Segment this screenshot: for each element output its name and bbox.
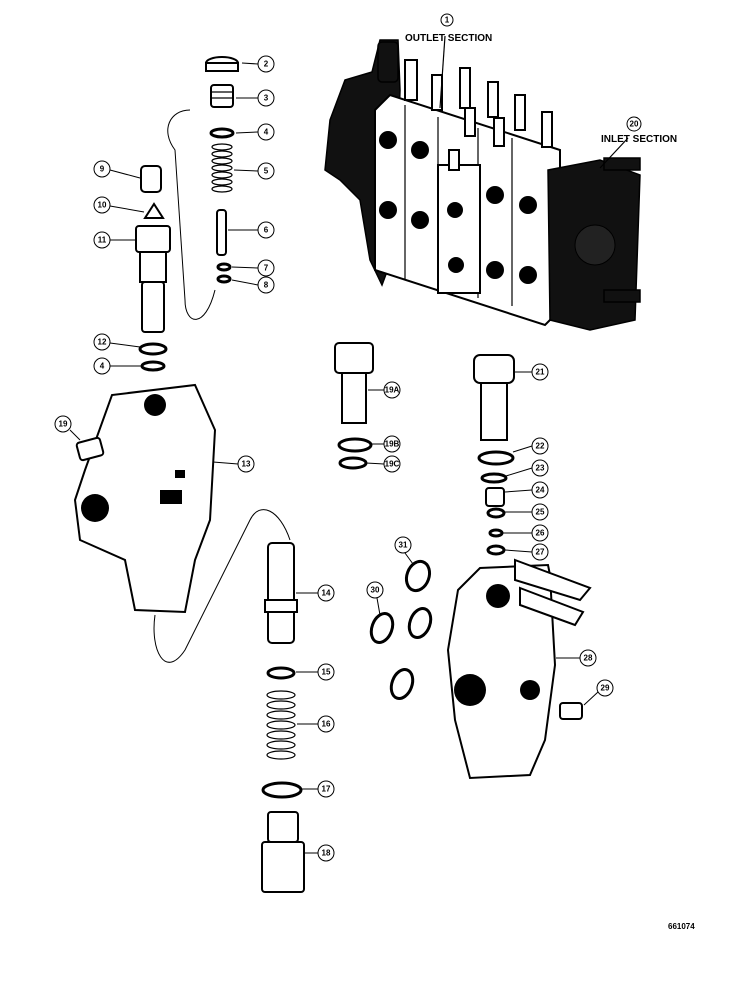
svg-text:29: 29 xyxy=(601,684,610,693)
callout-4-lower: 4 xyxy=(93,357,142,375)
svg-text:22: 22 xyxy=(536,442,545,451)
svg-text:13: 13 xyxy=(242,460,251,469)
bolt-parts xyxy=(334,342,515,556)
callout-23: 23 xyxy=(505,459,549,477)
callout-16: 16 xyxy=(297,715,335,733)
inlet-section-label: INLET SECTION xyxy=(601,134,677,145)
work-section-part-28 xyxy=(369,558,592,780)
svg-text:6: 6 xyxy=(264,226,269,235)
svg-text:18: 18 xyxy=(322,849,331,858)
callout-14: 14 xyxy=(296,584,335,602)
callout-13: 13 xyxy=(212,455,255,473)
callout-19a: 19A xyxy=(368,381,401,399)
callout-18: 18 xyxy=(305,844,335,862)
callout-11: 11 xyxy=(93,231,136,249)
svg-text:27: 27 xyxy=(536,548,545,557)
callout-3: 3 xyxy=(236,89,275,107)
callout-30: 30 xyxy=(366,581,384,616)
svg-text:1: 1 xyxy=(445,16,450,25)
callout-29: 29 xyxy=(583,679,614,706)
svg-text:10: 10 xyxy=(98,201,107,210)
svg-text:30: 30 xyxy=(371,586,380,595)
svg-text:4: 4 xyxy=(100,362,105,371)
outlet-section-callout: 1 OUTLET SECTION xyxy=(405,13,492,44)
svg-text:23: 23 xyxy=(536,464,545,473)
svg-text:26: 26 xyxy=(536,529,545,538)
spool-parts xyxy=(261,542,305,893)
callout-31: 31 xyxy=(394,536,414,565)
svg-text:3: 3 xyxy=(264,94,269,103)
callout-15: 15 xyxy=(296,663,335,681)
callout-21: 21 xyxy=(514,363,549,381)
svg-text:15: 15 xyxy=(322,668,331,677)
callout-17: 17 xyxy=(302,780,335,798)
callout-27: 27 xyxy=(504,543,549,561)
svg-text:8: 8 xyxy=(264,281,269,290)
callout-7: 7 xyxy=(231,259,275,277)
callout-labels: 2 3 4 5 6 7 8 9 10 11 12 4 13 19 14 15 1… xyxy=(54,55,614,862)
figure-code: 661074 xyxy=(668,922,695,931)
inlet-section-callout: 20 INLET SECTION xyxy=(601,116,677,145)
svg-text:11: 11 xyxy=(98,236,107,245)
svg-text:24: 24 xyxy=(536,486,545,495)
svg-text:17: 17 xyxy=(322,785,331,794)
svg-text:20: 20 xyxy=(630,120,639,129)
callout-19: 19 xyxy=(54,415,81,441)
outlet-section-label: OUTLET SECTION xyxy=(405,33,492,44)
svg-text:19C: 19C xyxy=(385,460,400,469)
callout-2: 2 xyxy=(241,55,275,73)
svg-text:2: 2 xyxy=(264,60,269,69)
svg-text:25: 25 xyxy=(536,508,545,517)
callout-12: 12 xyxy=(93,333,141,351)
callout-24: 24 xyxy=(504,481,549,499)
svg-text:19A: 19A xyxy=(385,386,400,395)
callout-4: 4 xyxy=(235,123,275,141)
svg-text:31: 31 xyxy=(399,541,408,550)
callout-25: 25 xyxy=(505,503,549,521)
svg-text:19B: 19B xyxy=(385,440,400,449)
callout-5: 5 xyxy=(233,162,275,180)
callout-19b: 19B xyxy=(372,435,401,453)
svg-text:21: 21 xyxy=(536,368,545,377)
svg-text:19: 19 xyxy=(59,420,68,429)
callout-6: 6 xyxy=(228,221,275,239)
svg-text:14: 14 xyxy=(322,589,331,598)
callout-19c: 19C xyxy=(365,455,401,473)
svg-text:9: 9 xyxy=(100,165,105,174)
callout-10: 10 xyxy=(93,196,145,214)
valve-bank-assembly xyxy=(324,39,641,331)
relief-valve-parts xyxy=(135,56,239,372)
svg-text:12: 12 xyxy=(98,338,107,347)
callout-8: 8 xyxy=(231,276,275,294)
svg-text:7: 7 xyxy=(264,264,269,273)
callout-22: 22 xyxy=(512,437,549,455)
svg-text:28: 28 xyxy=(584,654,593,663)
svg-text:16: 16 xyxy=(322,720,331,729)
callout-28: 28 xyxy=(556,649,597,667)
outlet-body-part-13 xyxy=(73,383,217,614)
callout-26: 26 xyxy=(503,524,549,542)
svg-text:4: 4 xyxy=(264,128,269,137)
callout-9: 9 xyxy=(93,160,141,179)
svg-text:5: 5 xyxy=(264,167,269,176)
